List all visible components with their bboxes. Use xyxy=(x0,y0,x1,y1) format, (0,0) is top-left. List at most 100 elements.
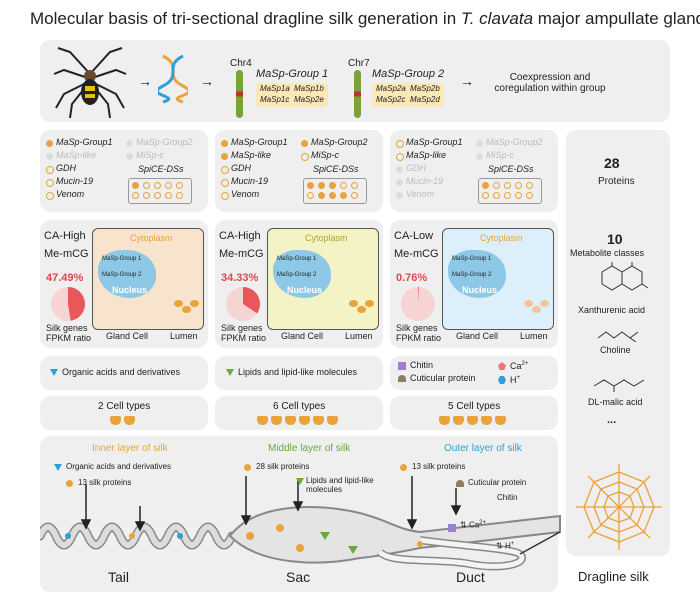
sac-layer-label: Middle layer of silk xyxy=(268,443,351,454)
legend-gdh-label: GDH xyxy=(231,163,251,173)
spice-dot-icon xyxy=(176,182,183,189)
chr4-label: Chr4 xyxy=(230,58,252,69)
group1-title: MaSp-Group 1 xyxy=(256,68,329,80)
legend-gdh-label: GDH xyxy=(56,163,76,173)
duct-protein-dot-icon xyxy=(400,464,407,471)
legend-spice-label: SpiCE-DSs xyxy=(313,164,359,174)
metabolite-panel-sac xyxy=(215,356,383,390)
silk-ratio-pie xyxy=(226,287,260,321)
spice-dot-icon xyxy=(504,192,511,199)
duct-ca-text: Ca xyxy=(468,520,480,530)
gene: MaSp2c xyxy=(376,95,406,104)
legend-masp2-label: MaSp-Group2 xyxy=(486,137,543,147)
legend-masp1-label: MaSp-Group1 xyxy=(406,137,463,147)
group2-label: MaSp-Group 2 xyxy=(277,272,317,278)
spice-dot-icon xyxy=(307,192,314,199)
calcium-legend: Ca2+ xyxy=(510,361,528,372)
spice-grid xyxy=(478,178,542,204)
legend-masp2-label: MaSp-Group2 xyxy=(136,137,193,147)
chr4-chromosome xyxy=(236,70,243,118)
ca-level: CA-Low xyxy=(394,230,434,242)
protein-granule-icon xyxy=(532,306,541,313)
legend-gdh-dot-icon xyxy=(46,166,54,174)
pie-slice xyxy=(243,287,260,314)
cell-types-label: 2 Cell types xyxy=(98,401,151,412)
duct-cuticular: Cuticular protein xyxy=(468,478,527,487)
arrow-2: → xyxy=(200,73,214,89)
protein-granule-icon xyxy=(174,300,183,307)
protein-granule-icon xyxy=(349,300,358,307)
legend-masp1-dot-icon xyxy=(221,140,228,147)
cytoplasm-label: Cytoplasm xyxy=(130,233,173,243)
spice-dot-icon xyxy=(154,182,161,189)
silk-gene-pct: 0.76% xyxy=(396,272,428,284)
silk-genes-label: Silk genes xyxy=(46,323,88,333)
xanthurenic-acid-structure xyxy=(601,262,649,291)
legend-misp-label: MiSp-c xyxy=(136,150,165,160)
gland-diagram xyxy=(40,476,561,571)
fpkm-label: FPKM ratio xyxy=(221,333,267,343)
methylation: Me-mCG xyxy=(44,248,89,260)
ca-level: CA-High xyxy=(44,230,86,242)
section-name-tail: Tail xyxy=(108,569,130,585)
spice-dot-icon xyxy=(504,182,511,189)
tail-protein-dot-icon xyxy=(66,480,73,487)
nucleus-shape xyxy=(448,250,506,298)
cell-type-icon xyxy=(313,416,324,425)
legend-masp2-dot-icon xyxy=(301,140,308,147)
legend-gdh-dot-icon xyxy=(221,166,229,174)
silk-ratio-pie xyxy=(401,287,435,321)
nucleus-label: Nucleus xyxy=(287,285,323,295)
chitin-icon xyxy=(398,362,406,370)
sac-protein-dot-icon xyxy=(244,464,251,471)
spice-dot-icon xyxy=(318,192,325,199)
section-name-sac: Sac xyxy=(286,569,311,585)
metabolite-name: DL-malic acid xyxy=(588,397,643,407)
duct-cuticular-icon xyxy=(456,480,464,487)
spice-grid xyxy=(303,178,367,204)
legend-spice-label: SpiCE-DSs xyxy=(138,164,184,174)
legend-mucin-dot-icon xyxy=(46,179,54,187)
spice-dot-icon xyxy=(515,192,522,199)
chitin-legend: Chitin xyxy=(410,360,434,370)
gland-cell-label: Gland Cell xyxy=(456,331,499,341)
pie-slice xyxy=(68,287,86,321)
spice-dot-icon xyxy=(307,182,314,189)
lipids-triangle-icon xyxy=(226,369,234,376)
chr7-chromosome xyxy=(354,70,361,118)
silk-gene-pct: 47.49% xyxy=(46,272,84,284)
cell-type-icon xyxy=(299,416,310,425)
legend-masp1-label: MaSp-Group1 xyxy=(56,137,113,147)
gene: MaSp2a xyxy=(376,84,406,93)
legend-venom-label: Venom xyxy=(56,189,85,199)
legend-masp_like-label: MaSp-like xyxy=(406,150,447,160)
protein-granule-icon xyxy=(182,306,191,313)
metabolite-name: Choline xyxy=(600,345,631,355)
section-name-duct: Duct xyxy=(456,569,485,585)
spice-dot-icon xyxy=(351,192,358,199)
gene: MaSp1c xyxy=(260,95,290,104)
arrow-3: → xyxy=(460,73,474,89)
legend-masp2-dot-icon xyxy=(126,140,133,147)
legend-masp1-label: MaSp-Group1 xyxy=(231,137,288,147)
duct-h-text: H xyxy=(504,541,511,551)
protein-granule-icon xyxy=(365,300,374,307)
tail-proteins: 13 silk proteins xyxy=(78,478,132,487)
duct-h: ⇅ H+ xyxy=(496,541,515,551)
metabolite-name: Xanthurenic acid xyxy=(578,305,646,315)
cell-type-icon xyxy=(439,416,450,425)
legend-gdh-label: GDH xyxy=(406,163,426,173)
legend-mucin-label: Mucin-19 xyxy=(56,176,94,186)
spice-dot-icon xyxy=(154,192,161,199)
nucleus-shape xyxy=(98,250,156,298)
spice-dot-icon xyxy=(340,182,347,189)
group1-label: MaSp-Group 1 xyxy=(102,256,142,262)
legend-masp2-label: MaSp-Group2 xyxy=(311,137,368,147)
cell-type-icon xyxy=(327,416,338,425)
duct-proteins: 13 silk proteins xyxy=(412,462,466,471)
arrow-1: → xyxy=(138,73,152,89)
cell-type-icon xyxy=(257,416,268,425)
spice-dot-icon xyxy=(493,192,500,199)
fpkm-label: FPKM ratio xyxy=(46,333,92,343)
celltype-panel-sac xyxy=(215,396,383,430)
